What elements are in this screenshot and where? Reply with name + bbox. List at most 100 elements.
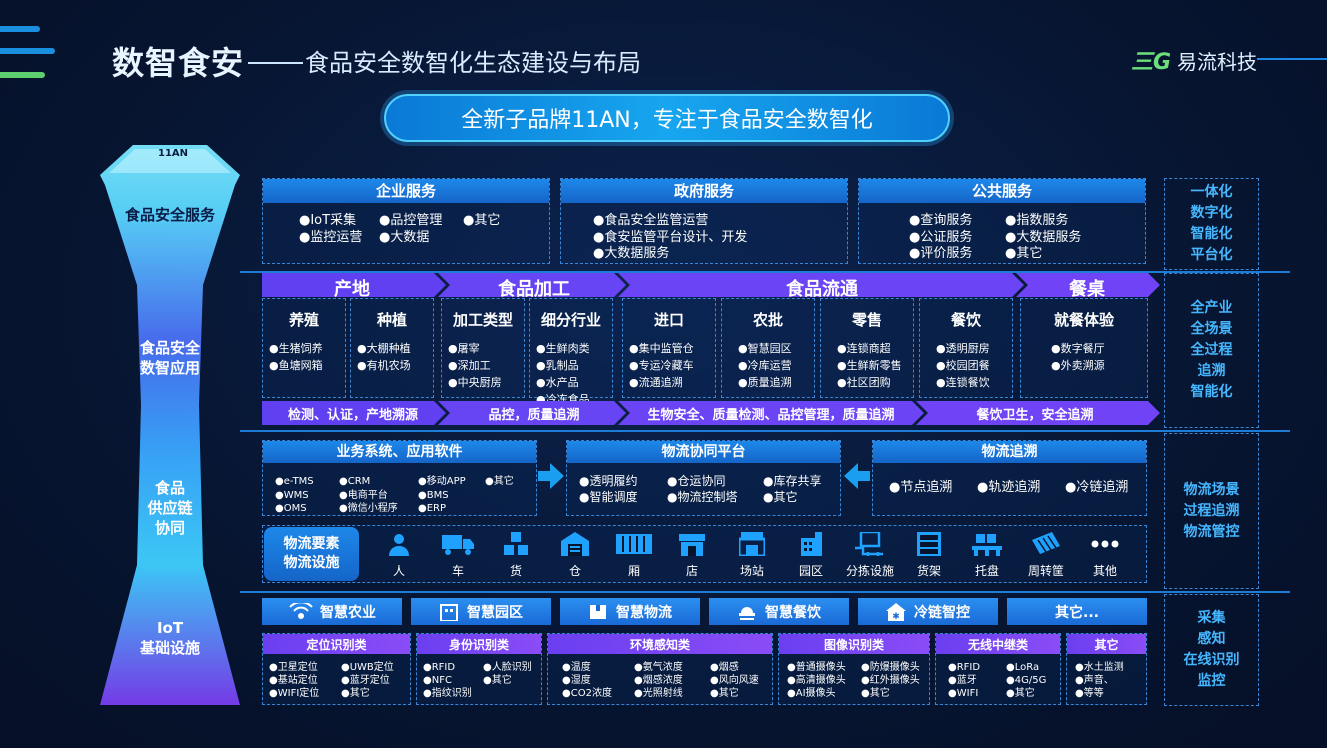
iot-item: ●WIFI定位 bbox=[269, 688, 320, 699]
bottom-bar-label: 检测、认证，产地溯源 bbox=[287, 407, 418, 423]
store-icon bbox=[679, 534, 705, 556]
app-col-item: ●生猪饲养 bbox=[269, 342, 323, 355]
service-item: ●大数据 bbox=[379, 230, 430, 245]
right-label-line: 数字化 bbox=[1190, 205, 1233, 221]
app-col-planting: 种植 ●大棚种植 ●有机农场 bbox=[350, 298, 434, 398]
app-col-item: ●生鲜新零售 bbox=[837, 359, 902, 372]
app-col-item: ●深加工 bbox=[448, 359, 491, 372]
element-label: 人 bbox=[392, 564, 405, 578]
iot-item: ●UWB定位 bbox=[341, 662, 394, 673]
app-col-industry: 细分行业 ●生鲜肉类 ●乳制品 ●水产品 ●冷冻食品 bbox=[529, 298, 613, 406]
app-col-import: 进口 ●集中监管仓 ●专运冷藏车 ●流通追溯 bbox=[622, 298, 716, 398]
element-warehouse: 仓 bbox=[550, 532, 600, 579]
stage-arrows bbox=[262, 273, 1160, 297]
app-col-item: ●透明厨房 bbox=[936, 342, 990, 355]
truck-icon bbox=[442, 535, 474, 555]
app-col-retail: 零售 ●连锁商超 ●生鲜新零售 ●社区团购 bbox=[820, 298, 914, 398]
supply-card-software: 业务系统、应用软件 ●e-TMS ●CRM ●移动APP ●其它 ●WMS ●电… bbox=[262, 440, 537, 516]
element-container: 厢 bbox=[609, 532, 659, 579]
app-col-item: ●水产品 bbox=[536, 376, 579, 389]
divider-line bbox=[240, 430, 1290, 432]
app-col-item: ●有机农场 bbox=[357, 359, 411, 372]
supply-item: ●ERP bbox=[418, 503, 447, 514]
iot-item: ●烟感浓度 bbox=[634, 675, 683, 686]
iot-cat-title: 无线中继类 bbox=[936, 634, 1060, 654]
iot-cat-other: 其它 ●水土监测 ●声音、 ●等等 bbox=[1066, 633, 1147, 705]
element-label: 其他 bbox=[1092, 564, 1117, 578]
iot-top-label: 其它... bbox=[1055, 604, 1099, 621]
logo-text: 易流科技 bbox=[1177, 49, 1257, 74]
right-label-line: 在线识别 bbox=[1183, 652, 1240, 668]
service-item: ●公证服务 bbox=[909, 230, 973, 245]
park-icon bbox=[801, 532, 822, 556]
sorting-icon bbox=[855, 530, 883, 556]
deco-stripe bbox=[0, 26, 40, 32]
person-icon bbox=[389, 534, 409, 556]
iot-other: 其它... bbox=[1007, 598, 1147, 625]
service-title: 公共服务 bbox=[859, 179, 1145, 203]
iot-item: ●湿度 bbox=[562, 675, 591, 686]
iot-item: ●烟感 bbox=[710, 662, 739, 673]
iot-item: ●4G/5G bbox=[1006, 675, 1047, 686]
iot-item: ●声音、 bbox=[1075, 675, 1114, 686]
service-item: ●大数据服务 bbox=[1005, 230, 1082, 245]
bottom-bar-label: 生物安全、质量检测、品控管理，质量追溯 bbox=[647, 407, 895, 423]
service-item: ●其它 bbox=[463, 213, 501, 228]
iot-item: ●温度 bbox=[562, 662, 591, 673]
supply-item: ●其它 bbox=[485, 476, 514, 487]
logo-mark: 三G bbox=[1130, 50, 1171, 75]
app-col-processing-type: 加工类型 ●屠宰 ●深加工 ●中央厨房 bbox=[441, 298, 525, 398]
app-col-item: ●外卖溯源 bbox=[1051, 359, 1105, 372]
app-col-dining: 就餐体验 ●数字餐厅 ●外卖溯源 bbox=[1020, 298, 1148, 398]
iot-item: ●蓝牙定位 bbox=[341, 675, 390, 686]
app-col-item: ●中央厨房 bbox=[448, 376, 502, 389]
supply-card-trace: 物流追溯 ●节点追溯 ●轨迹追溯 ●冷链追溯 bbox=[872, 440, 1147, 516]
right-label-line: 过程追溯 bbox=[1183, 502, 1240, 519]
iot-cat-title: 定位识别类 bbox=[263, 634, 410, 654]
element-label: 货架 bbox=[916, 564, 941, 578]
service-item: ●其它 bbox=[1005, 246, 1043, 261]
more-icon bbox=[1091, 540, 1119, 548]
service-item: ●食安监管平台设计、开发 bbox=[593, 230, 748, 245]
app-col-item: ●连锁商超 bbox=[837, 342, 891, 355]
app-col-item: ●专运冷藏车 bbox=[629, 359, 694, 372]
container-icon bbox=[616, 534, 652, 554]
tower-label-iot-1: IoT bbox=[156, 619, 184, 637]
iot-cat-location: 定位识别类 ●卫星定位 ●UWB定位 ●基站定位 ●蓝牙定位 ●WIFI定位 ●… bbox=[262, 633, 411, 705]
iot-smart-agriculture: 智慧农业 bbox=[262, 598, 402, 625]
app-col-title: 农批 bbox=[752, 311, 783, 329]
app-col-title: 进口 bbox=[653, 311, 684, 329]
warehouse-icon bbox=[561, 532, 589, 556]
element-label: 车 bbox=[451, 564, 464, 578]
logistics-elements-line: 物流要素 bbox=[283, 536, 340, 552]
iot-item: ●LoRa bbox=[1006, 662, 1040, 673]
iot-item: ●等等 bbox=[1075, 688, 1104, 699]
boxes-icon bbox=[504, 532, 528, 555]
right-label-line: 全过程 bbox=[1190, 342, 1233, 358]
right-label-supply: 物流场景 过程追溯 物流管控 bbox=[1164, 433, 1259, 589]
shelf-icon bbox=[917, 532, 941, 556]
tower-label-app-1: 食品安全 bbox=[139, 339, 200, 357]
iot-cat-identity: 身份识别类 ●RFID ●人脸识别 ●NFC ●其它 ●指纹识别 bbox=[416, 633, 542, 705]
dining-icon bbox=[739, 606, 755, 620]
header-line bbox=[1257, 58, 1327, 60]
svg-text:✱: ✱ bbox=[892, 612, 900, 621]
element-pallet: 托盘 bbox=[962, 532, 1012, 579]
iot-top-label: 冷链智控 bbox=[914, 604, 970, 621]
iot-cat-wireless: 无线中继类 ●RFID ●LoRa ●蓝牙 ●4G/5G ●WIFI ●其它 bbox=[935, 633, 1061, 705]
app-col-title: 餐饮 bbox=[950, 311, 981, 329]
service-title: 政府服务 bbox=[561, 179, 847, 203]
tower-label-supply-2: 供应链 bbox=[147, 499, 193, 517]
iot-item: ●RFID bbox=[423, 662, 456, 673]
element-vehicle: 车 bbox=[433, 532, 483, 579]
iot-item: ●指纹识别 bbox=[423, 688, 472, 699]
package-icon bbox=[590, 604, 606, 619]
element-label: 托盘 bbox=[974, 564, 999, 578]
right-label-iot: 采集 感知 在线识别 监控 bbox=[1164, 594, 1259, 706]
right-label-line: 平台化 bbox=[1190, 247, 1233, 263]
app-col-item: ●校园团餐 bbox=[936, 359, 990, 372]
supply-card-platform: 物流协同平台 ●透明履约 ●仓运协同 ●库存共享 ●智能调度 ●物流控制塔 ●其… bbox=[566, 440, 841, 516]
supply-title: 物流协同平台 bbox=[567, 441, 840, 463]
element-shelf: 货架 bbox=[904, 532, 954, 579]
station-icon bbox=[737, 532, 767, 558]
